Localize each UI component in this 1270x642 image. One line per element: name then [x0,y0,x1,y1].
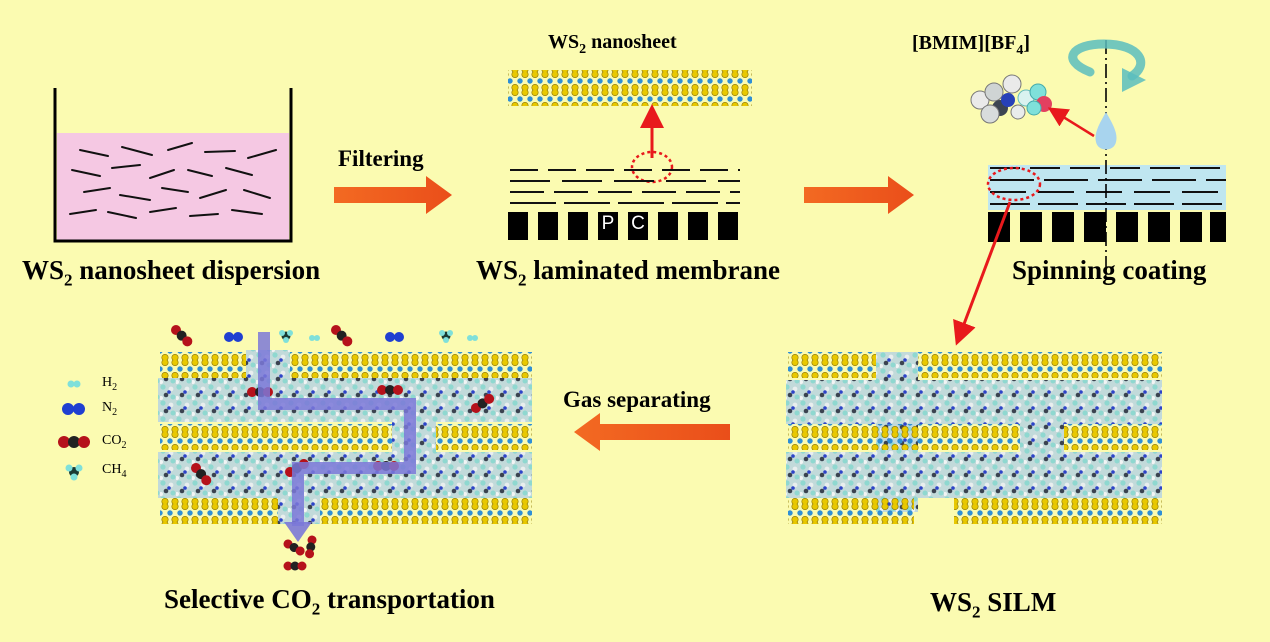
laminated-layers [510,169,740,204]
feed-gas-molecules [171,325,478,347]
label-selective-co2: Selective CO2 transportation [164,584,495,619]
zoom-arrow-silm [953,201,1012,346]
beaker-outline [53,88,293,243]
n2-molecule-icon [62,403,85,415]
permeate-co2-molecules [283,535,317,571]
legend-h2: H2 [102,375,118,393]
droplet-icon [1095,112,1117,150]
coated-layers [990,167,1226,205]
ch4-molecule-icon [65,464,83,481]
arrow-to-spinning [804,176,914,214]
flow-arrow-head [284,522,312,542]
arrow-filtering [334,176,452,214]
zoom-circle-membrane [630,150,674,184]
rotation-arrow-icon [1068,39,1146,92]
label-ws2-silm: WS2 SILM [930,587,1057,622]
label-laminated-membrane: WS2 laminated membrane [476,255,780,290]
legend-ch4: CH4 [102,462,127,480]
dispersion-liquid [57,133,289,240]
label-dispersion: WS2 nanosheet dispersion [22,255,321,290]
label-pc-c: C [631,213,645,234]
transport-structure [158,350,532,524]
label-pc-p: P [601,213,615,234]
label-spinning-coating: Spinning coating [1012,255,1207,285]
nanosheet-flakes [69,142,277,219]
bmim-bf4-molecule-icon [970,74,1052,124]
ws2-nanosheet-model [508,70,752,106]
beaker-dispersion [53,88,293,243]
label-filtering: Filtering [338,146,424,171]
pointer-droplet-to-il [1047,107,1095,138]
zoom-circle-coating [986,166,1042,202]
silm-structure [786,352,1162,524]
co2-molecule-icon [58,436,90,448]
ionic-liquid-layer [988,165,1226,210]
label-bmim-bf4: [BMIM][BF4] [912,32,1031,58]
arrow-gas-separating [574,413,730,451]
legend-n2: N2 [102,400,118,418]
label-ws2-nanosheet: WS2 nanosheet [548,31,677,57]
pc-substrate-coated [988,212,1226,242]
legend-co2: CO2 [102,433,127,451]
h2-molecule-icon [67,380,81,388]
pc-substrate [508,212,738,240]
label-gas-separating: Gas separating [563,387,711,412]
co2-flow-path [258,332,416,526]
